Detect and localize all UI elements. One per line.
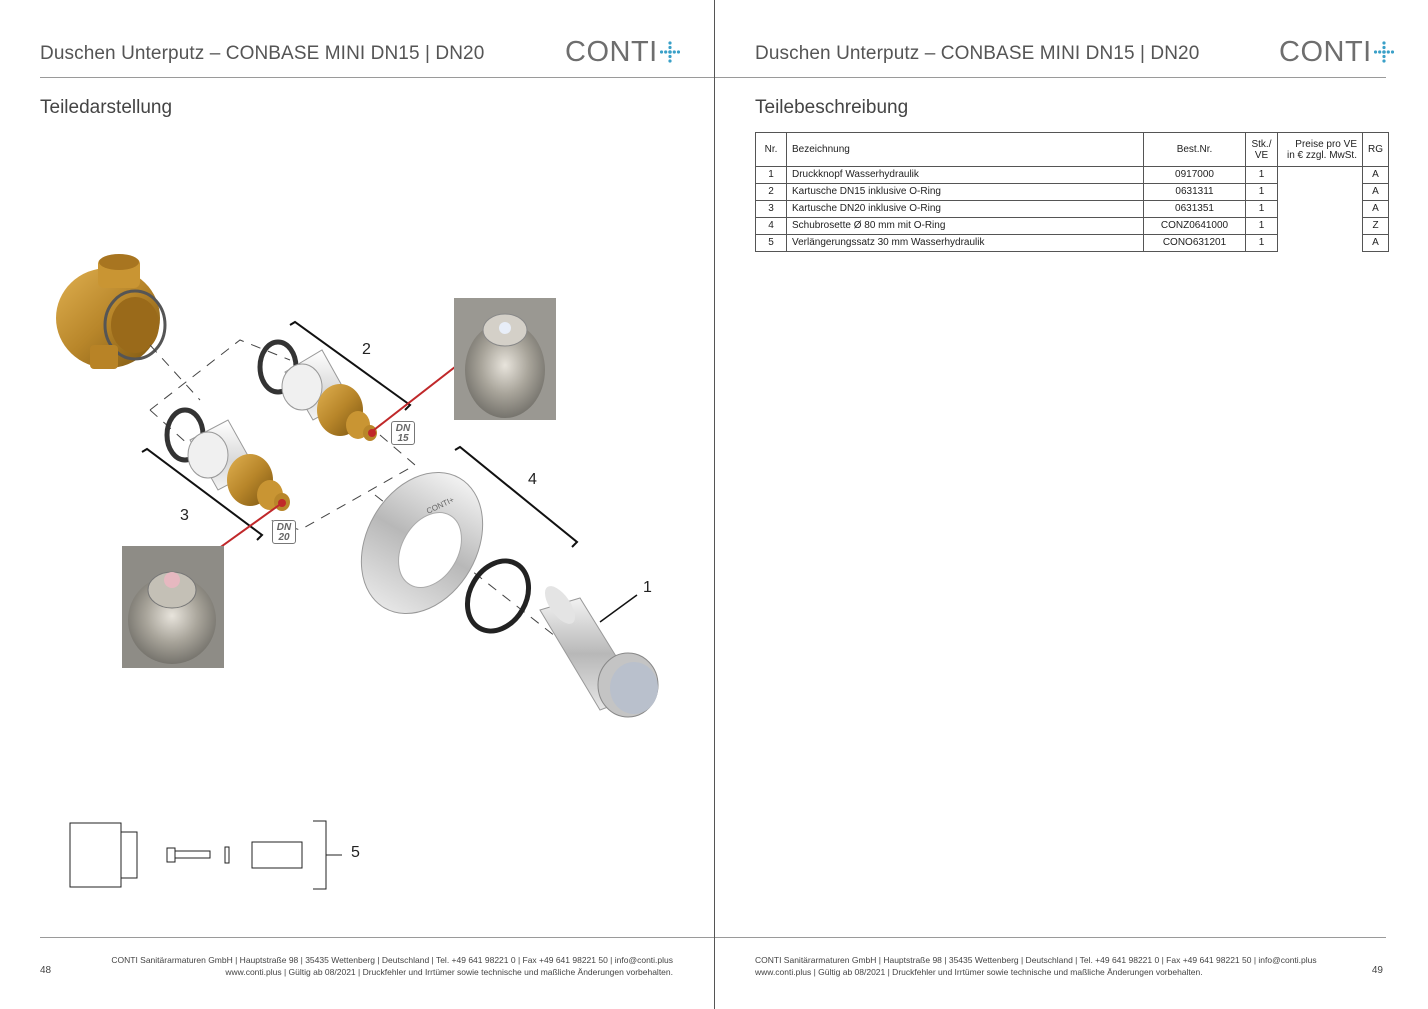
callout-4: 4 <box>528 471 537 488</box>
footer-rule <box>40 937 714 938</box>
col-stk-line1: Stk./ <box>1251 138 1272 150</box>
col-bezeichnung: Bezeichnung <box>786 132 1144 167</box>
cell-nr: 4 <box>755 217 787 235</box>
footer-address: CONTI Sanitärarmaturen GmbH | Hauptstraß… <box>755 954 1317 978</box>
cell-nr: 3 <box>755 200 787 218</box>
table-row: 5 Verlängerungssatz 30 mm Wasserhydrauli… <box>755 234 1389 252</box>
col-stk-line2: VE <box>1254 149 1269 161</box>
logo-text: CONTI <box>565 35 658 68</box>
logo-plus-icon <box>659 41 680 63</box>
cell-stk: 1 <box>1245 200 1278 218</box>
table-row: 3 Kartusche DN20 inklusive O-Ring 063135… <box>755 200 1389 218</box>
col-stk: Stk./ VE <box>1245 132 1278 167</box>
parts-table: Nr. Bezeichnung Best.Nr. Stk./ VE Preise… <box>755 132 1389 252</box>
cell-rg: A <box>1362 234 1389 252</box>
cell-bestnr: 0917000 <box>1143 166 1246 184</box>
header-rule <box>40 77 714 78</box>
conti-logo: CONTI <box>565 36 680 68</box>
page-spine <box>714 0 715 1009</box>
table-header-row: Nr. Bezeichnung Best.Nr. Stk./ VE Preise… <box>755 132 1389 167</box>
footer-address: CONTI Sanitärarmaturen GmbH | Hauptstraß… <box>111 954 673 978</box>
cell-rg: Z <box>1362 217 1389 235</box>
col-preis-line2: in € zzgl. MwSt. <box>1286 149 1357 161</box>
cell-bezeichnung: Schubrosette Ø 80 mm mit O-Ring <box>786 217 1144 235</box>
dn20-badge-bottom: 20 <box>278 532 290 543</box>
cell-preis <box>1277 234 1363 252</box>
dn20-badge: DN 20 <box>272 520 296 544</box>
footer-rule <box>715 937 1386 938</box>
cell-rg: A <box>1362 183 1389 201</box>
cell-bestnr: 0631311 <box>1143 183 1246 201</box>
col-preis-line1: Preise pro VE <box>1295 138 1357 150</box>
callout-1: 1 <box>643 579 652 596</box>
cartridge-dn15 <box>257 339 377 441</box>
table-row: 1 Druckknopf Wasserhydraulik 0917000 1 A <box>755 166 1389 184</box>
cell-nr: 2 <box>755 183 787 201</box>
footer-line-1: CONTI Sanitärarmaturen GmbH | Hauptstraß… <box>755 955 1317 965</box>
callout-3: 3 <box>180 507 189 524</box>
cell-rg: A <box>1362 166 1389 184</box>
col-preis: Preise pro VE in € zzgl. MwSt. <box>1277 132 1363 167</box>
section-title: Teiledarstellung <box>40 97 173 118</box>
col-rg: RG <box>1362 132 1389 167</box>
col-bestnr: Best.Nr. <box>1143 132 1246 167</box>
rosette: CONTI+ <box>360 471 484 615</box>
cell-bezeichnung: Kartusche DN20 inklusive O-Ring <box>786 200 1144 218</box>
cell-bestnr: CONZ0641000 <box>1143 217 1246 235</box>
col-nr: Nr. <box>755 132 787 167</box>
brass-housing <box>56 254 167 369</box>
cell-bestnr: 0631351 <box>1143 200 1246 218</box>
cell-rg: A <box>1362 200 1389 218</box>
cell-nr: 5 <box>755 234 787 252</box>
footer-line-2: www.conti.plus | Gültig ab 08/2021 | Dru… <box>225 967 673 977</box>
right-page: Duschen Unterputz – CONBASE MINI DN15 | … <box>715 0 1428 1009</box>
cell-stk: 1 <box>1245 217 1278 235</box>
cell-bezeichnung: Verlängerungssatz 30 mm Wasserhydraulik <box>786 234 1144 252</box>
cell-stk: 1 <box>1245 234 1278 252</box>
cell-preis <box>1277 200 1363 218</box>
cell-bezeichnung: Druckknopf Wasserhydraulik <box>786 166 1144 184</box>
footer-line-2: www.conti.plus | Gültig ab 08/2021 | Dru… <box>755 967 1203 977</box>
page-header-title: Duschen Unterputz – CONBASE MINI DN15 | … <box>40 43 485 64</box>
push-button <box>539 586 659 718</box>
left-page: Duschen Unterputz – CONBASE MINI DN15 | … <box>40 36 714 978</box>
footer-line-1: CONTI Sanitärarmaturen GmbH | Hauptstraß… <box>111 955 673 965</box>
page-number: 48 <box>40 965 52 976</box>
o-ring <box>465 558 531 634</box>
callout-2: 2 <box>362 341 371 358</box>
cell-nr: 1 <box>755 166 787 184</box>
logo-plus-icon <box>1373 41 1394 63</box>
cell-preis <box>1277 217 1363 235</box>
conti-logo: CONTI <box>1279 36 1394 68</box>
cell-stk: 1 <box>1245 166 1278 184</box>
logo-text: CONTI <box>1279 35 1372 68</box>
dn20-badge-top: DN <box>276 522 292 533</box>
exploded-parts-illustration: CONTI+ <box>56 254 659 890</box>
cell-bestnr: CONO631201 <box>1143 234 1246 252</box>
cell-stk: 1 <box>1245 183 1278 201</box>
cartridge-dn20 <box>164 407 290 511</box>
extension-set <box>69 820 342 890</box>
dn15-badge-top: DN <box>395 423 411 434</box>
cell-bezeichnung: Kartusche DN15 inklusive O-Ring <box>786 183 1144 201</box>
table-row: 2 Kartusche DN15 inklusive O-Ring 063131… <box>755 183 1389 201</box>
section-title: Teilebeschreibung <box>755 97 909 118</box>
cell-preis <box>1277 166 1363 184</box>
header-rule <box>715 77 1386 78</box>
table-row: 4 Schubrosette Ø 80 mm mit O-Ring CONZ06… <box>755 217 1389 235</box>
dn15-badge: DN 15 <box>391 421 415 445</box>
page-number: 49 <box>1371 965 1383 976</box>
cell-preis <box>1277 183 1363 201</box>
callout-5: 5 <box>351 844 360 861</box>
page-header-title: Duschen Unterputz – CONBASE MINI DN15 | … <box>755 43 1200 64</box>
dn15-badge-bottom: 15 <box>397 433 409 444</box>
